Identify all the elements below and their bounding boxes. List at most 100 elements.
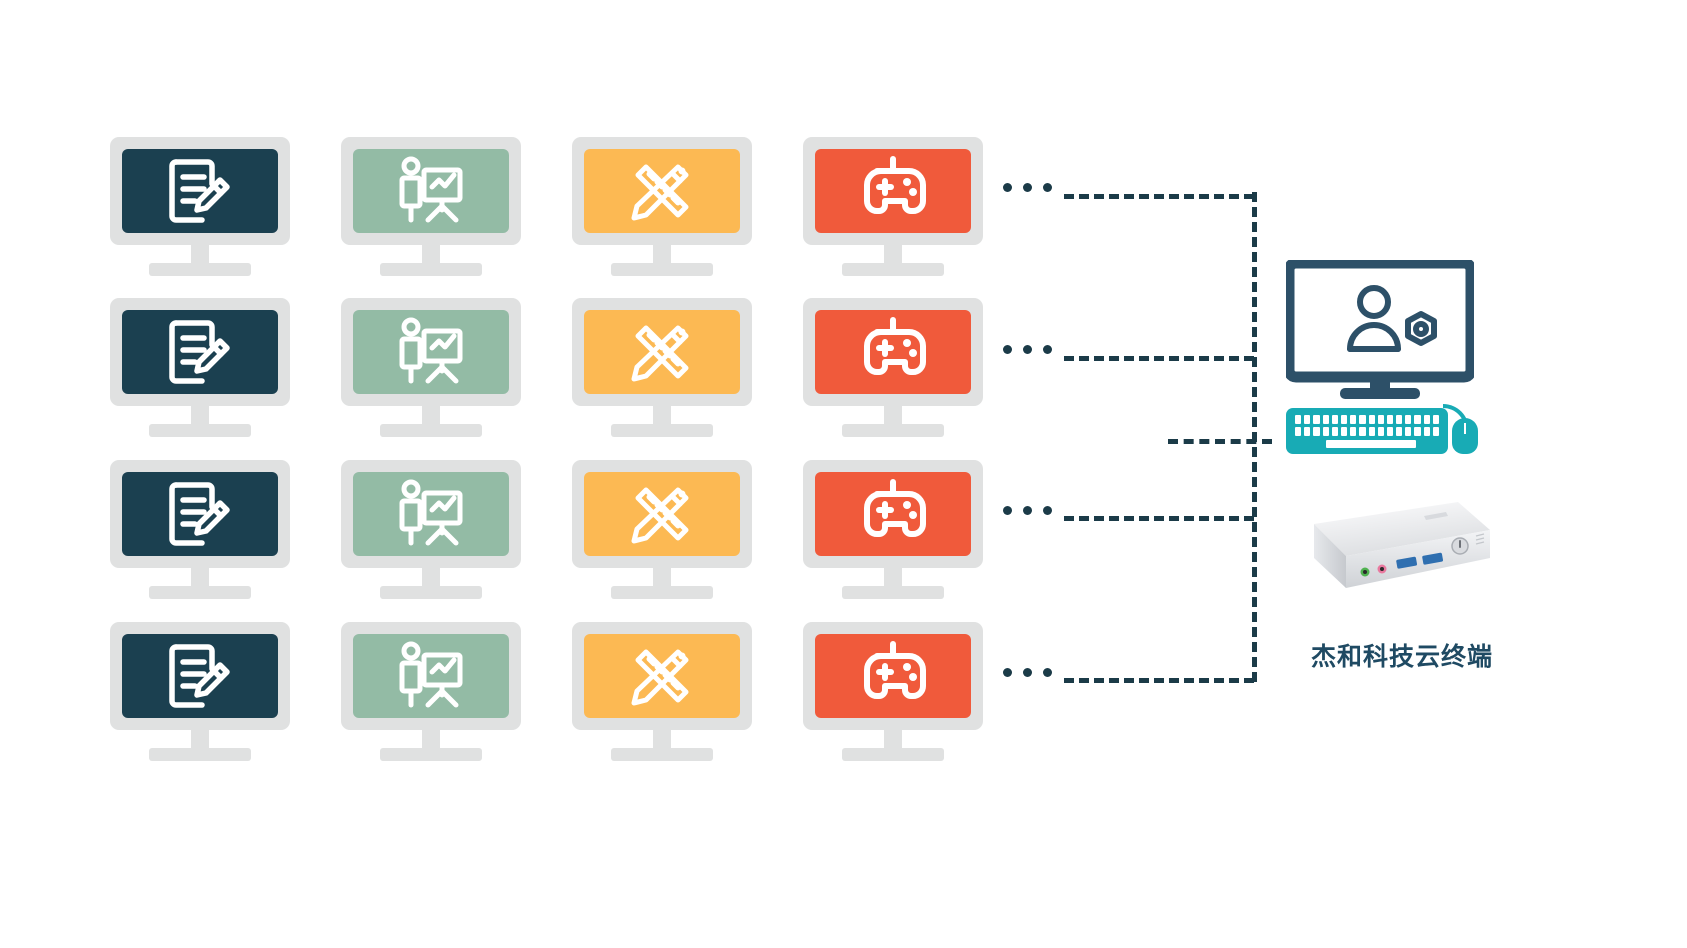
- monitor-neck: [653, 568, 671, 590]
- keyboard-keys: [1295, 415, 1439, 436]
- mouse-icon: [1452, 418, 1478, 454]
- game-controller-icon: [864, 479, 926, 537]
- mini-pc-icon: [1262, 500, 1492, 610]
- monitor-foot: [611, 263, 713, 276]
- document-edit-icon: [169, 159, 230, 223]
- server-monitor-svg: [1283, 257, 1477, 399]
- presentation-icon: [399, 641, 463, 708]
- keyboard-spacebar: [1326, 440, 1416, 448]
- monitor-neck: [884, 406, 902, 428]
- game-controller-icon: [864, 156, 926, 214]
- monitor-neck: [884, 245, 902, 267]
- monitor-foot: [149, 748, 251, 761]
- monitor-foot: [842, 748, 944, 761]
- monitor-foot: [149, 586, 251, 599]
- monitor-foot: [149, 424, 251, 437]
- monitor-screen: [815, 472, 971, 556]
- pencil-ruler-icon: [631, 325, 689, 382]
- document-edit-icon: [169, 482, 230, 546]
- wire-branch-row-1: [1064, 194, 1254, 199]
- monitor-neck: [191, 568, 209, 590]
- monitor-neck: [653, 406, 671, 428]
- monitor-neck: [191, 406, 209, 428]
- monitor-foot: [842, 424, 944, 437]
- pencil-ruler-icon: [631, 164, 689, 221]
- monitor-neck: [653, 245, 671, 267]
- keyboard-icon: [1286, 408, 1448, 454]
- user-gear-icon: [1347, 285, 1437, 352]
- monitor-screen: [584, 149, 740, 233]
- monitor-screen: [353, 634, 509, 718]
- wire-branch-row-2: [1064, 356, 1254, 361]
- document-edit-icon: [169, 320, 230, 384]
- client-monitor-gaming-1[interactable]: [803, 137, 983, 282]
- monitor-screen: [584, 472, 740, 556]
- monitor-foot: [842, 586, 944, 599]
- wire-vertical-bus: [1252, 192, 1257, 682]
- monitor-neck: [422, 568, 440, 590]
- monitor-foot: [149, 263, 251, 276]
- mini-pc-svg: [1314, 502, 1490, 588]
- client-monitor-presentation-3[interactable]: [341, 460, 521, 605]
- monitor-screen: [122, 472, 278, 556]
- monitor-neck: [884, 568, 902, 590]
- monitor-screen: [122, 149, 278, 233]
- ellipsis-row-2: [1003, 345, 1052, 354]
- server-caption: 杰和科技云终端: [1311, 643, 1494, 671]
- client-monitor-presentation-2[interactable]: [341, 298, 521, 443]
- monitor-foot: [611, 424, 713, 437]
- client-monitor-design-1[interactable]: [572, 137, 752, 282]
- ellipsis-row-3: [1003, 506, 1052, 515]
- client-monitor-document-4[interactable]: [110, 622, 290, 767]
- client-monitor-presentation-1[interactable]: [341, 137, 521, 282]
- monitor-foot: [611, 748, 713, 761]
- pencil-ruler-icon: [631, 487, 689, 544]
- monitor-screen: [122, 310, 278, 394]
- monitor-screen: [353, 472, 509, 556]
- monitor-screen: [353, 149, 509, 233]
- presentation-icon: [399, 317, 463, 384]
- client-monitor-design-4[interactable]: [572, 622, 752, 767]
- monitor-neck: [422, 245, 440, 267]
- monitor-screen: [584, 310, 740, 394]
- presentation-icon: [399, 156, 463, 223]
- client-monitor-document-1[interactable]: [110, 137, 290, 282]
- client-monitor-gaming-2[interactable]: [803, 298, 983, 443]
- monitor-foot: [380, 748, 482, 761]
- pencil-ruler-icon: [631, 649, 689, 706]
- client-monitor-document-3[interactable]: [110, 460, 290, 605]
- client-monitor-design-3[interactable]: [572, 460, 752, 605]
- client-monitor-presentation-4[interactable]: [341, 622, 521, 767]
- ellipsis-row-4: [1003, 668, 1052, 677]
- monitor-screen: [815, 310, 971, 394]
- monitor-foot: [842, 263, 944, 276]
- wire-to-server: [1168, 439, 1272, 444]
- monitor-neck: [653, 730, 671, 752]
- monitor-screen: [353, 310, 509, 394]
- wire-branch-row-4: [1064, 678, 1254, 683]
- monitor-neck: [191, 245, 209, 267]
- monitor-neck: [422, 406, 440, 428]
- monitor-foot: [380, 586, 482, 599]
- monitor-screen: [815, 149, 971, 233]
- monitor-foot: [380, 263, 482, 276]
- document-edit-icon: [169, 644, 230, 708]
- ellipsis-row-1: [1003, 183, 1052, 192]
- monitor-neck: [191, 730, 209, 752]
- client-monitor-gaming-4[interactable]: [803, 622, 983, 767]
- monitor-foot: [380, 424, 482, 437]
- monitor-screen: [584, 634, 740, 718]
- game-controller-icon: [864, 641, 926, 699]
- monitor-screen: [815, 634, 971, 718]
- monitor-screen: [122, 634, 278, 718]
- monitor-neck: [884, 730, 902, 752]
- server-monitor: [1283, 257, 1477, 400]
- monitor-foot: [611, 586, 713, 599]
- client-monitor-gaming-3[interactable]: [803, 460, 983, 605]
- client-monitor-document-2[interactable]: [110, 298, 290, 443]
- client-monitor-design-2[interactable]: [572, 298, 752, 443]
- wire-branch-row-3: [1064, 516, 1254, 521]
- presentation-icon: [399, 479, 463, 546]
- game-controller-icon: [864, 317, 926, 375]
